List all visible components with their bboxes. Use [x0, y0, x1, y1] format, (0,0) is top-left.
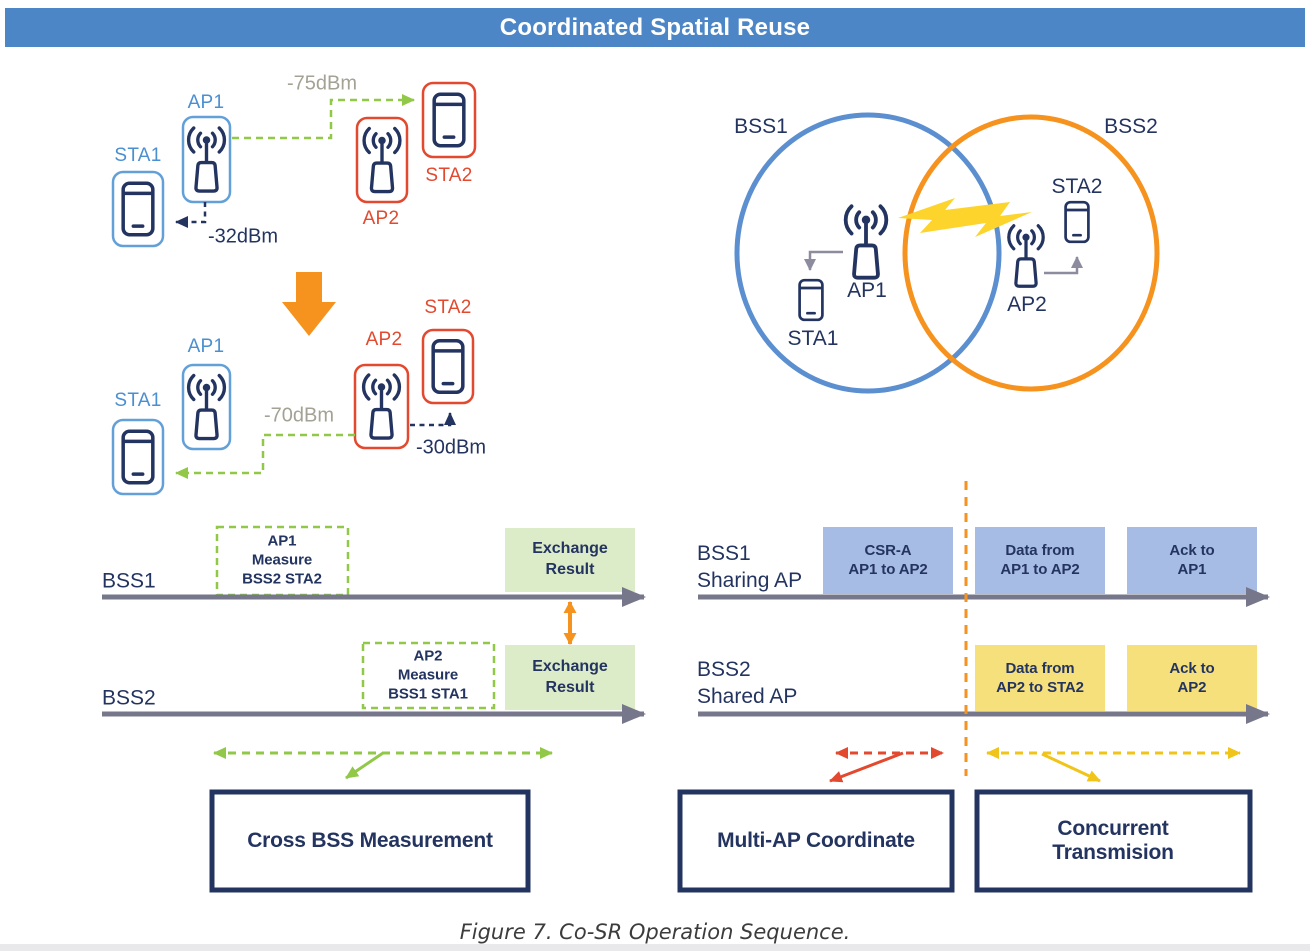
own-bss-signal-arrow	[410, 412, 456, 427]
ap1-to-sta1-arrow	[804, 250, 843, 271]
bss2-label: BSS2	[1104, 115, 1158, 138]
ap2-label: AP2	[365, 329, 403, 350]
bss1-sharing-row-label: BSS1 Sharing AP	[697, 542, 803, 592]
data-ap2-box	[975, 645, 1105, 711]
smartphone-icon	[1064, 200, 1090, 244]
exchange-result-text-1: Exchange Result	[532, 540, 608, 578]
ack-ap2-box	[1127, 645, 1257, 711]
coordinate-pointer-arrow	[829, 751, 904, 783]
cross-signal-value: -70dBm	[263, 404, 335, 427]
data-ap2-text: Data from AP2 to STA2	[996, 660, 1084, 696]
phase-span-arrows	[213, 747, 1241, 783]
bss1-circle	[734, 112, 1002, 394]
figure-title: Coordinated Spatial Reuse	[499, 13, 811, 41]
cross-bss-measurement-label: Cross BSS Measurement	[247, 829, 493, 852]
smartphone-icon	[432, 92, 466, 148]
cross-bss-signal-arrow	[232, 94, 415, 140]
ap1-measure-text: AP1 Measure BSS2 STA2	[242, 532, 322, 588]
sequence-left	[102, 525, 646, 724]
smartphone-icon	[798, 278, 824, 322]
exchange-result-text-2: Exchange Result	[532, 658, 608, 696]
ap2-label: AP2	[1007, 293, 1047, 316]
sta1-label: STA1	[787, 327, 839, 350]
data-ap1-box	[975, 527, 1105, 594]
ap2-label: AP2	[362, 208, 400, 229]
measurement-before-diagram	[111, 81, 477, 248]
phase-boxes	[209, 789, 1253, 893]
own-signal-value: -32dBm	[207, 225, 279, 248]
own-bss-signal-arrow	[175, 202, 207, 228]
multi-ap-coordinate-box	[677, 789, 955, 893]
csr-a-box	[823, 527, 953, 594]
ap1-label: AP1	[187, 336, 225, 357]
bss2-circle	[902, 114, 1160, 392]
page-bottom-strip	[0, 944, 1310, 951]
sta1-label: STA1	[114, 145, 162, 166]
ack-ap1-text: Ack to AP1	[1169, 542, 1215, 578]
cross-signal-value: -75dBm	[286, 72, 358, 95]
ap2-to-sta2-arrow	[1044, 256, 1083, 275]
cross-bss-measurement-box	[209, 789, 531, 893]
sta2-label: STA2	[1051, 175, 1103, 198]
figure-title-banner: Coordinated Spatial Reuse	[5, 8, 1305, 47]
interference-lightning-icon	[898, 198, 1032, 237]
smartphone-icon	[121, 429, 155, 485]
bss2-shared-row-label: BSS2 Shared AP	[697, 658, 798, 708]
sta2-label: STA2	[425, 165, 473, 186]
exchange-result-box-1	[505, 528, 635, 592]
concurrent-transmission-box	[974, 789, 1253, 893]
figure-caption: Figure 7. Co-SR Operation Sequence.	[459, 920, 851, 944]
csr-a-text: CSR-A AP1 to AP2	[848, 542, 928, 578]
multi-ap-coordinate-label: Multi-AP Coordinate	[717, 829, 915, 852]
bss1-label: BSS1	[734, 115, 788, 138]
sta2-label: STA2	[424, 297, 472, 318]
ap1-label: AP1	[847, 279, 887, 302]
smartphone-icon	[431, 339, 465, 394]
smartphone-icon	[121, 181, 155, 237]
ap1-label: AP1	[187, 92, 225, 113]
measurement-pointer-arrow	[345, 751, 384, 780]
transmission-pointer-arrow	[1041, 752, 1101, 783]
measurement-after-diagram	[111, 328, 475, 496]
ack-ap2-text: Ack to AP2	[1169, 660, 1215, 696]
ap-antenna-icon	[1007, 224, 1045, 288]
bss2-row-label: BSS2	[102, 686, 156, 710]
bss1-row-label: BSS1	[102, 569, 156, 593]
ap2-measure-box	[361, 641, 496, 710]
bss-overlap-venn	[734, 112, 1160, 394]
data-ap1-text: Data from AP1 to AP2	[1000, 542, 1080, 578]
sequence-right	[698, 481, 1270, 776]
own-signal-value: -30dBm	[415, 436, 487, 459]
transition-down-arrow-icon	[282, 272, 336, 336]
exchange-result-box-2	[505, 645, 635, 710]
ap-antenna-icon	[843, 204, 889, 280]
sta1-label: STA1	[114, 390, 162, 411]
ap2-measure-text: AP2 Measure BSS1 STA1	[388, 647, 468, 703]
concurrent-transmission-label: Concurrent Transmision	[1052, 817, 1174, 864]
cross-bss-signal-arrow	[175, 433, 355, 479]
ack-ap1-box	[1127, 527, 1257, 594]
